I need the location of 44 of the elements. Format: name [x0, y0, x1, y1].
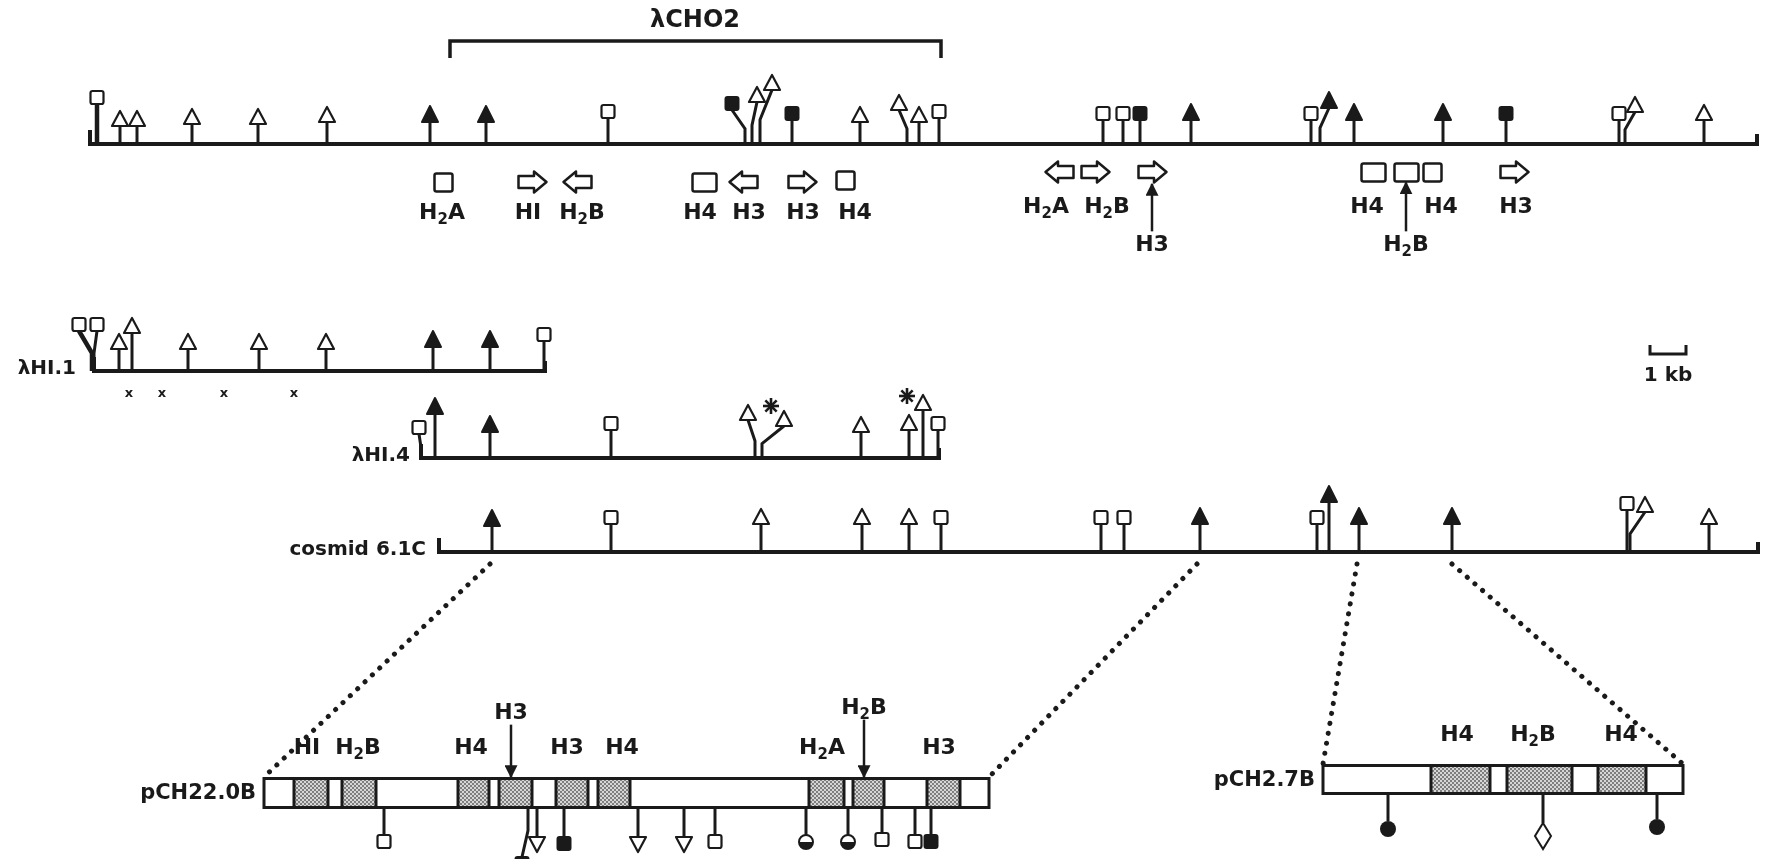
- gene-label: H3: [732, 199, 766, 225]
- gene-label: H$_{2}$A: [1023, 193, 1069, 219]
- gene-box-icon: [1392, 161, 1420, 183]
- arrow: [857, 719, 871, 779]
- gene-label: H4: [1350, 193, 1384, 219]
- scale-label: 1 kb: [1643, 362, 1693, 386]
- gene-label: H$_{2}$B: [1383, 231, 1429, 257]
- cross-mark: x: [289, 385, 299, 401]
- gene-label: H4: [1424, 193, 1458, 219]
- gene-label: H4: [454, 734, 488, 760]
- clone-label: λCHO2: [650, 6, 740, 34]
- arrow: [1145, 182, 1159, 232]
- gene-label: H$_{2}$B: [335, 734, 381, 760]
- gene-label: H3: [1135, 231, 1169, 257]
- dotted-line: [1449, 561, 1686, 767]
- clone-label: cosmid 6.1C: [289, 536, 426, 560]
- gene-label: H4: [1604, 721, 1638, 747]
- arrow: [1399, 181, 1413, 232]
- cross-mark: x: [124, 385, 134, 401]
- gene-label: H3: [494, 699, 528, 725]
- gene-label: H3: [1499, 193, 1533, 219]
- gene-label: H$_{2}$A: [799, 734, 845, 760]
- gene-arrow-icon: [1136, 160, 1168, 184]
- gene-label: H$_{2}$A: [419, 199, 465, 225]
- clone-label: λHI.1: [17, 355, 76, 379]
- cross-mark: x: [157, 385, 167, 401]
- gene-label: H4: [1440, 721, 1474, 747]
- gene-label: H4: [838, 199, 872, 225]
- gene-label: H3: [550, 734, 584, 760]
- gene-label: H4: [605, 734, 639, 760]
- plasmid-label: pCH22.0B: [140, 780, 256, 806]
- arrow: [504, 724, 518, 779]
- cross-mark: x: [219, 385, 229, 401]
- gene-label: H$_{2}$B: [559, 199, 605, 225]
- clone-label: λHI.4: [351, 442, 410, 466]
- gene-label: HI: [514, 199, 542, 225]
- gene-label: H$_{2}$B: [1510, 721, 1556, 747]
- gene-label: H$_{2}$B: [1084, 193, 1130, 219]
- dotted-line: [1320, 561, 1360, 767]
- gene-label: H3: [786, 199, 820, 225]
- gene-label: H3: [922, 734, 956, 760]
- gene-label: H$_{2}$B: [841, 694, 887, 720]
- plasmid-label: pCH2.7B: [1213, 766, 1315, 792]
- gene-label: H4: [683, 199, 717, 225]
